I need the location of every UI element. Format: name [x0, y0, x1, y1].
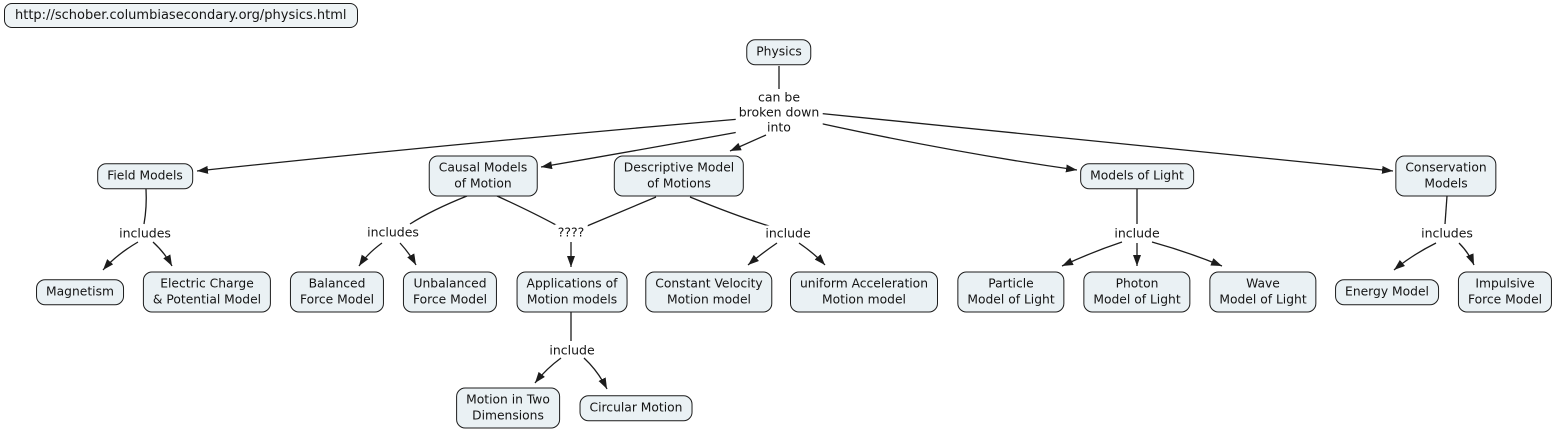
- edge-root-to-models-of-light: [813, 121, 1078, 173]
- concept-node-magnetism[interactable]: Magnetism: [36, 279, 124, 305]
- concept-node-wave-light[interactable]: Wave Model of Light: [1209, 271, 1317, 313]
- map-url-label: http://schober.columbiasecondary.org/phy…: [4, 3, 358, 28]
- edge-includes-to-magnetism: [102, 241, 139, 271]
- edge-descriptive-to-include: [689, 196, 777, 229]
- edge-includes-to-impulsive-force: [1458, 242, 1475, 266]
- concept-node-applications[interactable]: Applications of Motion models: [516, 271, 628, 313]
- edge-include-to-uniform-acceleration: [798, 242, 826, 266]
- link-label-causal-includes[interactable]: includes: [364, 224, 422, 240]
- edge-root-to-causal-models: [540, 130, 745, 170]
- link-label-descriptive-include[interactable]: include: [762, 225, 814, 241]
- concept-node-particle-light[interactable]: Particle Model of Light: [957, 271, 1065, 313]
- edge-include-to-circular-motion: [583, 357, 608, 390]
- edge-root-to-field-models: [196, 118, 741, 174]
- edge-includes-to-unbalanced-force: [399, 242, 417, 266]
- edge-includes-to-balanced-force: [358, 242, 383, 267]
- link-label-unknown[interactable]: ????: [554, 224, 588, 240]
- edge-root-to-conservation-models: [815, 112, 1394, 174]
- edge-includes-to-energy-model: [1393, 242, 1437, 271]
- edge-conservation-to-includes: [1444, 195, 1448, 225]
- link-label-field-includes[interactable]: includes: [116, 225, 174, 241]
- concept-node-unbalanced-force[interactable]: Unbalanced Force Model: [402, 271, 498, 313]
- concept-node-impulsive-force[interactable]: Impulsive Force Model: [1457, 271, 1552, 313]
- concept-node-energy-model[interactable]: Energy Model: [1335, 279, 1439, 305]
- concept-node-electric-charge[interactable]: Electric Charge & Potential Model: [142, 271, 272, 313]
- edge-include-to-constant-velocity: [747, 242, 778, 266]
- concept-node-circular-motion[interactable]: Circular Motion: [579, 395, 693, 421]
- edge-causal-to-unknown-link: [496, 195, 557, 226]
- concept-node-conservation-models[interactable]: Conservation Models: [1395, 155, 1497, 197]
- concept-node-causal-models[interactable]: Causal Models of Motion: [428, 155, 538, 197]
- edge-include-to-motion-two-dimensions: [534, 357, 562, 384]
- concept-node-balanced-force[interactable]: Balanced Force Model: [289, 271, 385, 313]
- edge-causal-to-includes: [409, 195, 468, 225]
- concept-node-descriptive-model[interactable]: Descriptive Model of Motions: [613, 155, 745, 197]
- edge-include-to-particle-model: [1061, 241, 1123, 267]
- concept-node-field-models[interactable]: Field Models: [97, 163, 193, 189]
- edge-field-to-includes: [143, 188, 147, 225]
- concept-node-motion-two-dimensions[interactable]: Motion in Two Dimensions: [456, 387, 560, 429]
- concept-node-uniform-acceleration[interactable]: uniform Acceleration Motion model: [790, 271, 938, 313]
- link-label-root[interactable]: can be broken down into: [735, 89, 823, 135]
- edge-root-to-descriptive-model: [729, 134, 767, 152]
- edge-includes-to-electric-charge: [152, 241, 173, 267]
- concept-node-photon-light[interactable]: Photon Model of Light: [1083, 271, 1191, 313]
- edge-include-to-wave-model: [1151, 241, 1223, 267]
- link-label-applications-include[interactable]: include: [546, 342, 598, 358]
- edge-descriptive-to-unknown-link: [586, 196, 657, 227]
- link-label-conservation-includes[interactable]: includes: [1418, 225, 1476, 241]
- concept-node-constant-velocity[interactable]: Constant Velocity Motion model: [645, 271, 773, 313]
- link-label-light-include[interactable]: include: [1111, 225, 1163, 241]
- concept-node-models-of-light[interactable]: Models of Light: [1080, 163, 1194, 189]
- concept-node-physics[interactable]: Physics: [746, 39, 812, 65]
